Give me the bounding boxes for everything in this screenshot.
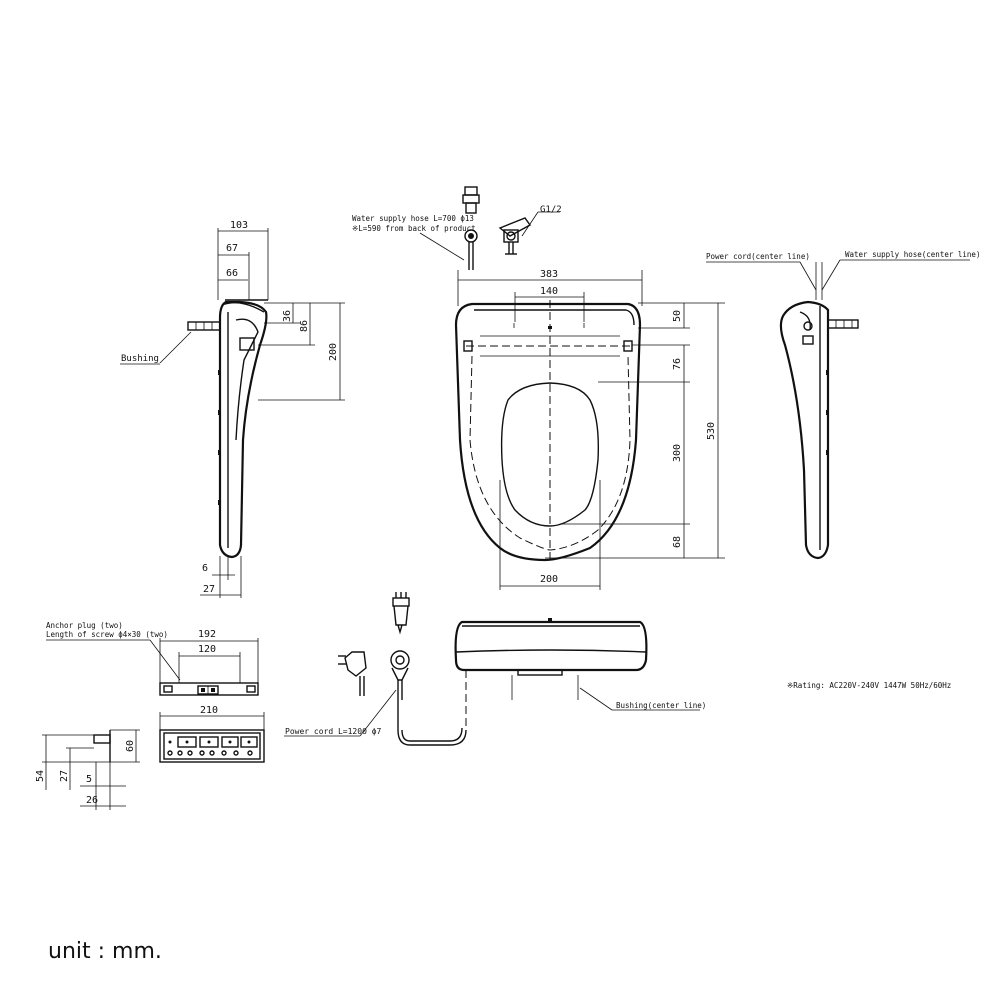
label-bushing: Bushing [121, 354, 159, 364]
unit-label: unit : mm. [48, 939, 162, 964]
note-water-hose-2: ※L=590 from back of product [352, 224, 476, 233]
remote-front-view: 210 60 54 27 5 26 [35, 705, 265, 810]
label-power-cord-center: Power cord(center line) [706, 252, 810, 261]
label-anchor-plug: Anchor plug (two) [46, 621, 123, 630]
dim-26: 26 [86, 795, 98, 806]
dim-67: 67 [226, 243, 238, 254]
dim-50: 50 [672, 310, 683, 322]
dim-36: 36 [282, 310, 293, 322]
connector-icon [390, 650, 410, 700]
hose-fitting-icon [462, 186, 480, 270]
dim-68: 68 [672, 536, 683, 548]
note-water-hose-1: Water supply hose L=700 ϕ13 [352, 214, 474, 223]
dim-192: 192 [198, 629, 216, 640]
left-side-view: 103 67 66 36 86 200 6 27 Bushing [120, 220, 345, 598]
dim-54: 54 [35, 770, 46, 782]
dim-66: 66 [226, 268, 238, 279]
top-view: 383 140 50 76 300 68 530 200 [352, 186, 725, 590]
dim-200: 200 [328, 343, 339, 361]
dim-140: 140 [540, 286, 558, 297]
dim-60: 60 [125, 740, 136, 752]
dim-120: 120 [198, 644, 216, 655]
remote-top-view: 192 120 Anchor plug (two) Length of scre… [46, 621, 259, 696]
valve-g12-icon [498, 211, 560, 255]
rating-note: ※Rating: AC220V-240V 1447W 50Hz/60Hz [787, 681, 951, 690]
dim-6: 6 [202, 563, 208, 574]
label-g12: G1/2 [540, 205, 562, 215]
label-screw-length: Length of screw ϕ4×30 (two) [46, 630, 168, 639]
dim-5: 5 [86, 774, 92, 785]
dim-76: 76 [672, 358, 683, 370]
dim-103: 103 [230, 220, 248, 231]
plug-side-icon [338, 651, 367, 696]
label-bushing-center: Bushing(center line) [616, 701, 706, 710]
right-side-view: Power cord(center line) Water supply hos… [706, 250, 980, 560]
dim-27-remote: 27 [59, 770, 70, 782]
dim-383: 383 [540, 269, 558, 280]
dim-27: 27 [203, 584, 215, 595]
label-water-hose-center: Water supply hose(center line) [845, 250, 980, 259]
dim-300: 300 [672, 444, 683, 462]
label-power-cord-length: Power cord L=1200 ϕ7 [285, 727, 382, 736]
front-view: Bushing(center line) ※Rating: AC220V-240… [284, 592, 951, 746]
dim-530: 530 [706, 422, 717, 440]
dim-86: 86 [299, 320, 310, 332]
plug-icon [392, 592, 410, 635]
dim-200-bottom: 200 [540, 574, 558, 585]
dim-210: 210 [200, 705, 218, 716]
